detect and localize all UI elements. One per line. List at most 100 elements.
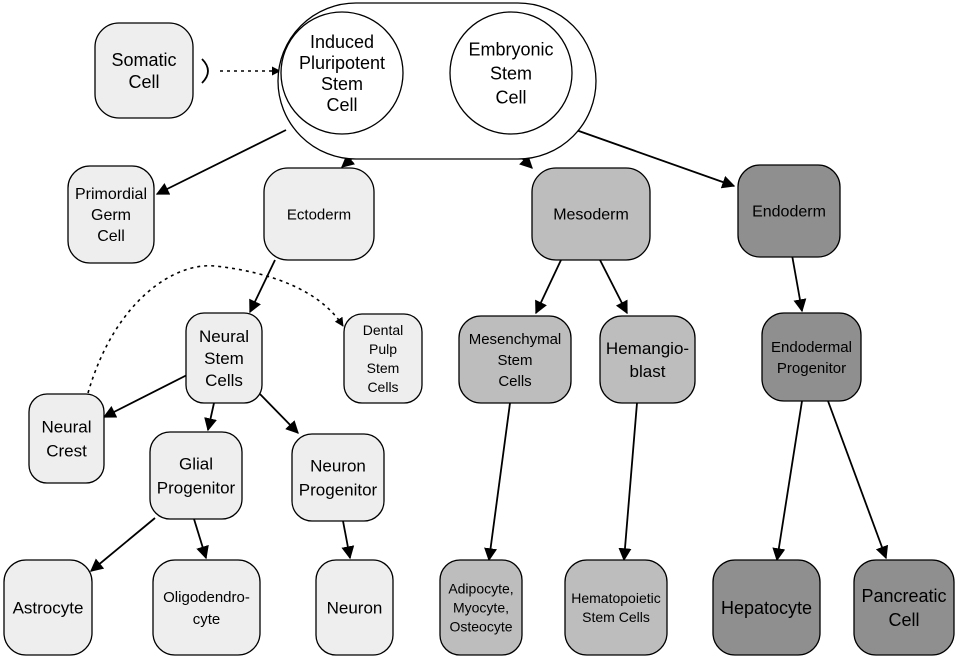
node-shape [737,164,841,258]
node-label-line: Astrocyte [13,598,84,617]
node-label-line: Glial [179,454,213,473]
node-label-line: Neural [41,417,91,436]
node-label-line: Hepatocyte [721,598,812,618]
edge-endoderm-to-endodermal-prog [791,254,807,313]
node-shape [152,559,261,656]
edge-pluripotent-group-to-endoderm [575,129,736,189]
socket-bracket [201,58,209,84]
node-shape [853,559,955,656]
edge-glial-prog-to-oligodendrocyte [193,518,209,560]
node-shape [149,431,243,520]
node-label-line: Osteocyte [449,618,512,634]
node-label-line: Pancreatic [861,586,946,606]
node-label-line: Neural [199,327,249,346]
node-shape [564,559,668,656]
edge-neural-stem-to-glial-prog [204,402,217,432]
node-label-line: cyte [193,611,221,628]
nodes-layer: SomaticCellInducedPluripotentStemCellEmb… [3,11,955,656]
node-label-line: Cell [97,228,125,245]
node-label-line: Cells [367,379,398,395]
node-shape [263,167,375,261]
node-shape [712,559,821,656]
node-label-line: Mesenchymal [469,331,562,348]
edge-neural-stem-to-neuron-prog [256,390,299,434]
node-label-line: Hematopoietic [571,590,661,606]
node-label-line: Endoderm [752,204,826,221]
edge-ectoderm-to-neural-stem [249,259,276,314]
edge-somatic-to-ipsc [201,58,281,84]
node-label-line: Pluripotent [299,53,385,73]
node-label-line: Stem [367,360,400,376]
node-shape [343,313,423,404]
node-shape [3,559,93,656]
edge-mesoderm-to-hemangioblast [599,259,628,315]
node-label-line: Crest [46,441,87,460]
edge-hemangioblast-to-hematopoietic [618,402,638,562]
node-adipocyte-myocyte-osteocyte: Adipocyte, Myocyte, Osteocyte [439,559,523,656]
node-label-line: Neuron [327,598,383,617]
node-label-line: Dental [363,322,403,338]
node-ectoderm: Ectoderm [263,167,375,261]
node-label-line: Stem Cells [582,609,650,625]
node-label-line: Embryonic [468,39,553,59]
node-endoderm: Endoderm [737,164,841,258]
node-label-line: Cells [205,371,243,390]
node-label-line: Hemangio- [606,339,689,358]
node-shape [449,11,573,135]
node-label-line: Oligodendro- [163,589,250,606]
edge-pluripotent-group-to-primordial [155,129,287,195]
node-label-line: Pulp [369,341,397,357]
edge-mesenchymal-to-adipocyte [484,402,511,562]
node-shape [761,312,862,402]
node-label-line: Progenitor [777,360,846,377]
edge-glial-prog-to-astrocyte [89,517,156,572]
node-mesoderm: Mesoderm [531,167,651,261]
node-label-line: Cell [326,95,357,115]
node-label-line: Progenitor [157,478,236,497]
node-label-line: Cell [495,87,526,107]
edge-endodermal-prog-to-pancreatic [827,400,889,560]
node-shape [458,315,572,404]
node-label-line: Ectoderm [287,206,351,223]
node-label-line: Stem [204,349,244,368]
node-label-line: Somatic [111,50,176,70]
node-oligodendrocyte: Oligodendro-cyte [152,559,261,656]
node-label-line: Progenitor [299,480,378,499]
node-shape [185,312,263,404]
node-label-line: Adipocyte, [448,580,513,596]
node-shape [280,11,404,135]
node-label-line: Endodermal [771,339,852,356]
node-neuron: Neuron [315,559,394,656]
node-label-line: Cell [128,72,159,92]
node-label-line: Mesoderm [553,207,629,224]
node-label-line: Induced [310,32,374,52]
node-label-line: Cells [498,373,531,390]
node-shape [439,559,523,656]
edge-mesoderm-to-mesenchymal [535,259,562,315]
node-label-line: Myocyte, [453,599,509,615]
node-label-line: blast [630,362,666,381]
node-shape [291,433,385,522]
node-label-line: Stem [321,74,363,94]
edge-endodermal-prog-to-hepatocyte [772,400,803,562]
node-shape [28,393,105,484]
node-hepatocyte: Hepatocyte [712,559,821,656]
node-hemangioblast: Hemangio-blast [599,315,696,404]
node-label-line: Germ [91,207,131,224]
node-astrocyte: Astrocyte [3,559,93,656]
node-label-line: Cell [888,610,919,630]
edge-neural-crest-to-dental-pulp [87,264,344,394]
